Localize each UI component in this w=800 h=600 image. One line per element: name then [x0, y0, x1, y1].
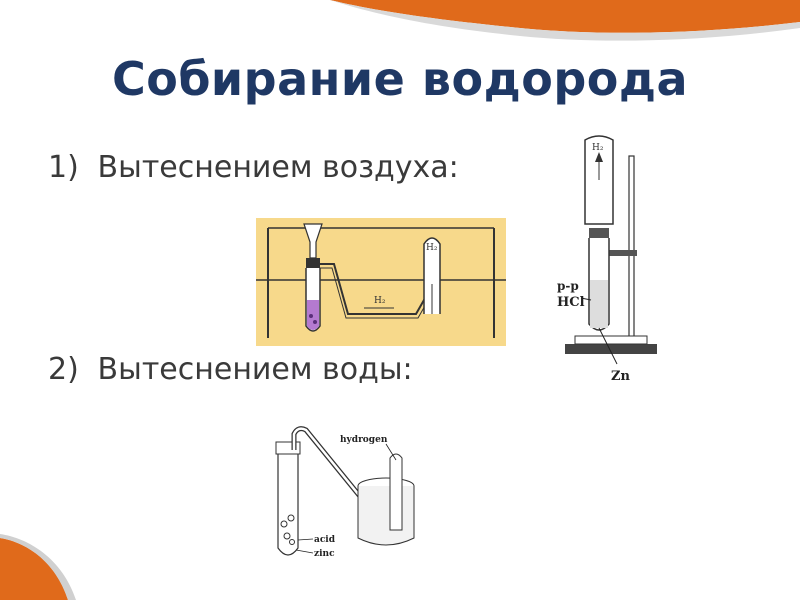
flow-label: H₂ [374, 296, 386, 306]
bullet-text: Вытеснением воздуха: [97, 150, 459, 185]
bottom-orange-wave [0, 534, 76, 600]
bullet-air-displacement: 1) Вытеснением воздуха: [48, 150, 459, 185]
slide-title: Собирание водорода [111, 52, 689, 106]
solution-label: р-р [557, 279, 579, 293]
metal-label: Zn [611, 369, 630, 384]
top-orange-wave [330, 0, 800, 41]
water-displacement-diagram: hydrogen acid zinc [275, 426, 415, 559]
bullet-number: 1) [48, 150, 79, 185]
bullet-water-displacement: 2) Вытеснением воды: [48, 352, 413, 387]
acid-label: acid [314, 535, 336, 545]
air-displacement-diagram: H₂ H₂ [256, 218, 506, 346]
acid-label: HCl [557, 295, 585, 310]
zinc-label: zinc [314, 549, 335, 559]
gas-label: hydrogen [340, 435, 388, 445]
bullet-text: Вытеснением воды: [97, 352, 413, 387]
stand-diagram: H₂ р-р HCl Zn [557, 135, 657, 384]
bullet-number: 2) [48, 352, 79, 387]
stand-tube-label: H₂ [592, 143, 604, 153]
tube-label: H₂ [426, 243, 438, 253]
